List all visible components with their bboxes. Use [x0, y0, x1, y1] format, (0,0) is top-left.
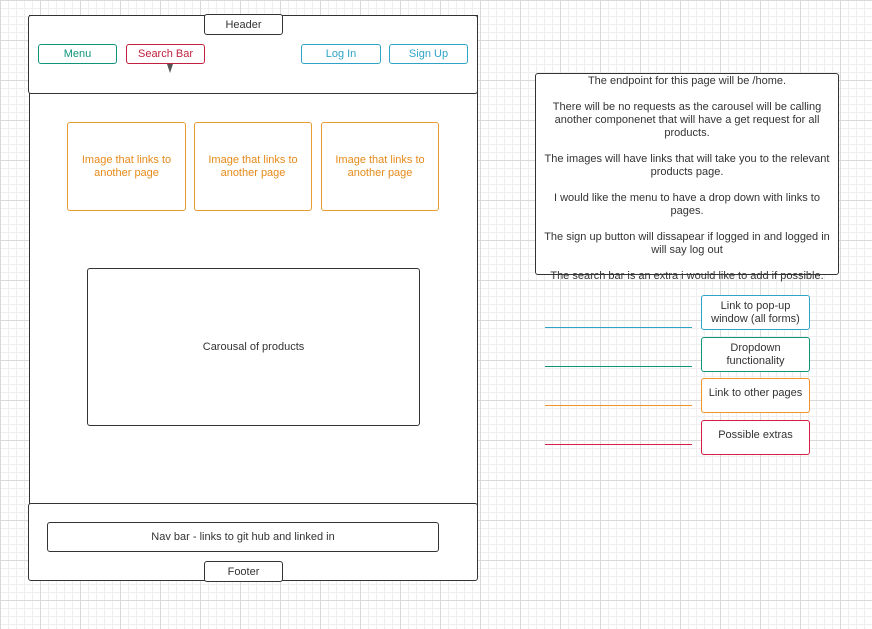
note-menu: I would like the menu to have a drop dow…: [554, 192, 820, 217]
legend-line-dropdown: [545, 366, 692, 367]
legend-line-links: [545, 405, 692, 406]
signup-button[interactable]: Sign Up: [389, 44, 468, 64]
search-pointer-icon: [167, 64, 173, 73]
legend-popup: Link to pop-up window (all forms): [701, 295, 810, 330]
footer-nav-bar[interactable]: Nav bar - links to git hub and linked in: [47, 522, 439, 552]
note-images: The images will have links that will tak…: [544, 153, 830, 178]
menu-button[interactable]: Menu: [38, 44, 117, 64]
page-frame: [29, 15, 478, 511]
note-search: The search bar is an extra i would like …: [550, 270, 824, 282]
image-link-card[interactable]: Image that links to another page: [194, 122, 312, 211]
image-link-card[interactable]: Image that links to another page: [321, 122, 439, 211]
footer-label: Footer: [204, 561, 283, 582]
legend-line-popup: [545, 327, 692, 328]
notes-panel: The endpoint for this page will be /home…: [535, 73, 839, 282]
search-bar-button[interactable]: Search Bar: [126, 44, 205, 64]
legend-links: Link to other pages: [701, 378, 810, 413]
login-button[interactable]: Log In: [301, 44, 381, 64]
products-carousel[interactable]: Carousal of products: [87, 268, 420, 426]
legend-line-extras: [545, 444, 692, 445]
image-link-card[interactable]: Image that links to another page: [67, 122, 186, 211]
header-label: Header: [204, 14, 283, 35]
note-endpoint: The endpoint for this page will be /home…: [587, 75, 787, 87]
legend-dropdown: Dropdown functionality: [701, 337, 810, 372]
legend-extras: Possible extras: [701, 420, 810, 455]
note-requests: There will be no requests as the carouse…: [552, 101, 822, 139]
note-signup: The sign up button will dissapear if log…: [544, 231, 830, 256]
